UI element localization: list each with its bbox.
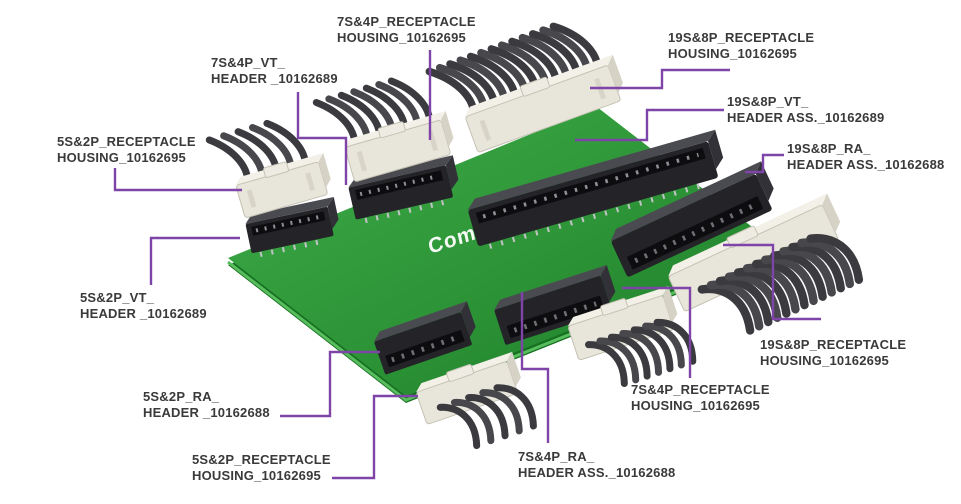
label-line: 7S&4P_RA_	[518, 449, 595, 464]
housing-latch	[446, 364, 475, 382]
connector-5s2p-receptacle-top	[209, 111, 331, 218]
label-line: HOUSING_10162695	[760, 353, 889, 368]
housing-latch	[377, 121, 406, 139]
connector-5s2p-vt-header	[245, 197, 339, 258]
leader-5s2p-receptacle-left	[113, 168, 242, 192]
label-line: HEADER ASS._10162688	[518, 465, 676, 480]
housing-latch	[600, 298, 629, 316]
label-5s2p-receptacle-housing-left: 5S&2P_RECEPTACLE HOUSING_10162695	[57, 134, 196, 166]
label-7s4p-ra-header-ass: 7S&4P_RA_ HEADER ASS._10162688	[518, 449, 675, 481]
pin-row	[634, 202, 756, 264]
label-7s4p-receptacle-housing-bottom: 7S&4P_RECEPTACLE HOUSING_10162695	[631, 382, 770, 414]
label-line: 7S&4P_RECEPTACLE	[337, 14, 476, 29]
label-line: 19S&8P_RECEPTACLE	[760, 337, 907, 352]
connector-7s4p-receptacle-bottom	[567, 286, 695, 395]
label-line: HEADER _10162689	[80, 306, 207, 321]
connector-7s4p-receptacle-top	[316, 69, 454, 182]
leader-5s2p-receptacle-bottom	[332, 394, 418, 480]
leader-lines	[113, 50, 821, 480]
connector-7s4p-ra-header	[494, 265, 616, 345]
label-line: HOUSING_10162695	[57, 150, 186, 165]
label-19s8p-receptacle-housing-top: 19S&8P_RECEPTACLE HOUSING_10162695	[668, 30, 814, 62]
label-line: HOUSING_10162695	[631, 398, 760, 413]
label-line: 5S&2P_RA_	[143, 389, 220, 404]
pin-row	[391, 334, 459, 363]
label-line: 7S&4P_RECEPTACLE	[631, 382, 770, 397]
label-line: 5S&2P_RECEPTACLE	[57, 134, 196, 149]
housing-latch	[263, 161, 289, 178]
leader-19s8p-ra-header	[745, 153, 784, 174]
label-line: 5S&2P_RECEPTACLE	[192, 452, 331, 467]
label-line: HEADER _10162689	[211, 71, 338, 86]
connector-19s8p-receptacle-top	[429, 11, 623, 153]
housing-latch	[726, 225, 759, 249]
leader-19s8p-receptacle-bottom	[723, 243, 821, 321]
connector-7s4p-vt-header	[348, 155, 459, 224]
label-5s2p-ra-header: 5S&2P_RA_ HEADER _10162688	[143, 389, 270, 421]
connector-5s2p-ra-header	[373, 301, 476, 375]
leader-5s2p-vt-header	[149, 236, 240, 285]
leader-5s2p-ra-header	[280, 350, 380, 418]
label-19s8p-vt-header-ass: 19S&8P_VT_ HEADER ASS._10162689	[727, 94, 884, 126]
pin-legs	[488, 181, 710, 249]
leader-7s4p-vt-header	[296, 92, 348, 185]
pin-row	[513, 301, 597, 333]
leader-7s4p-receptacle-bottom	[622, 286, 692, 378]
label-7s4p-vt-header: 7S&4P_VT_ HEADER _10162689	[211, 55, 338, 87]
label-line: HOUSING_10162695	[668, 46, 797, 61]
label-line: HEADER _10162688	[143, 405, 270, 420]
label-7s4p-receptacle-housing-top: 7S&4P_RECEPTACLE HOUSING_10162695	[337, 14, 476, 46]
pin-legs	[364, 199, 446, 224]
label-line: 19S&8P_VT_	[727, 94, 809, 109]
label-5s2p-receptacle-housing-bottom: 5S&2P_RECEPTACLE HOUSING_10162695	[192, 452, 331, 484]
connector-19s8p-receptacle-bottom	[668, 193, 866, 352]
label-5s2p-vt-header: 5S&2P_VT_ HEADER _10162689	[80, 290, 207, 322]
label-line: 7S&4P_VT_	[211, 55, 286, 70]
label-line: HEADER ASS._10162689	[727, 110, 885, 125]
label-line: HEADER ASS._10162688	[787, 157, 945, 172]
label-line: 5S&2P_VT_	[80, 290, 155, 305]
label-19s8p-receptacle-housing-bottom: 19S&8P_RECEPTACLE HOUSING_10162695	[760, 337, 906, 369]
label-line: HOUSING_10162695	[337, 30, 466, 45]
label-19s8p-ra-header-ass: 19S&8P_RA_ HEADER ASS._10162688	[787, 141, 944, 173]
housing-latch	[520, 76, 550, 97]
connector-5s2p-receptacle-bottom	[416, 351, 537, 459]
leader-19s8p-vt-header	[575, 108, 724, 142]
label-line: 19S&8P_RECEPTACLE	[668, 30, 815, 45]
label-line: HOUSING_10162695	[192, 468, 321, 483]
leader-19s8p-receptacle-top	[590, 68, 730, 90]
leader-7s4p-ra-header	[520, 292, 550, 443]
connector-19s8p-ra-header	[610, 161, 774, 277]
connector-19s8p-vt-header	[467, 129, 724, 249]
label-line: 19S&8P_RA_	[787, 141, 871, 156]
